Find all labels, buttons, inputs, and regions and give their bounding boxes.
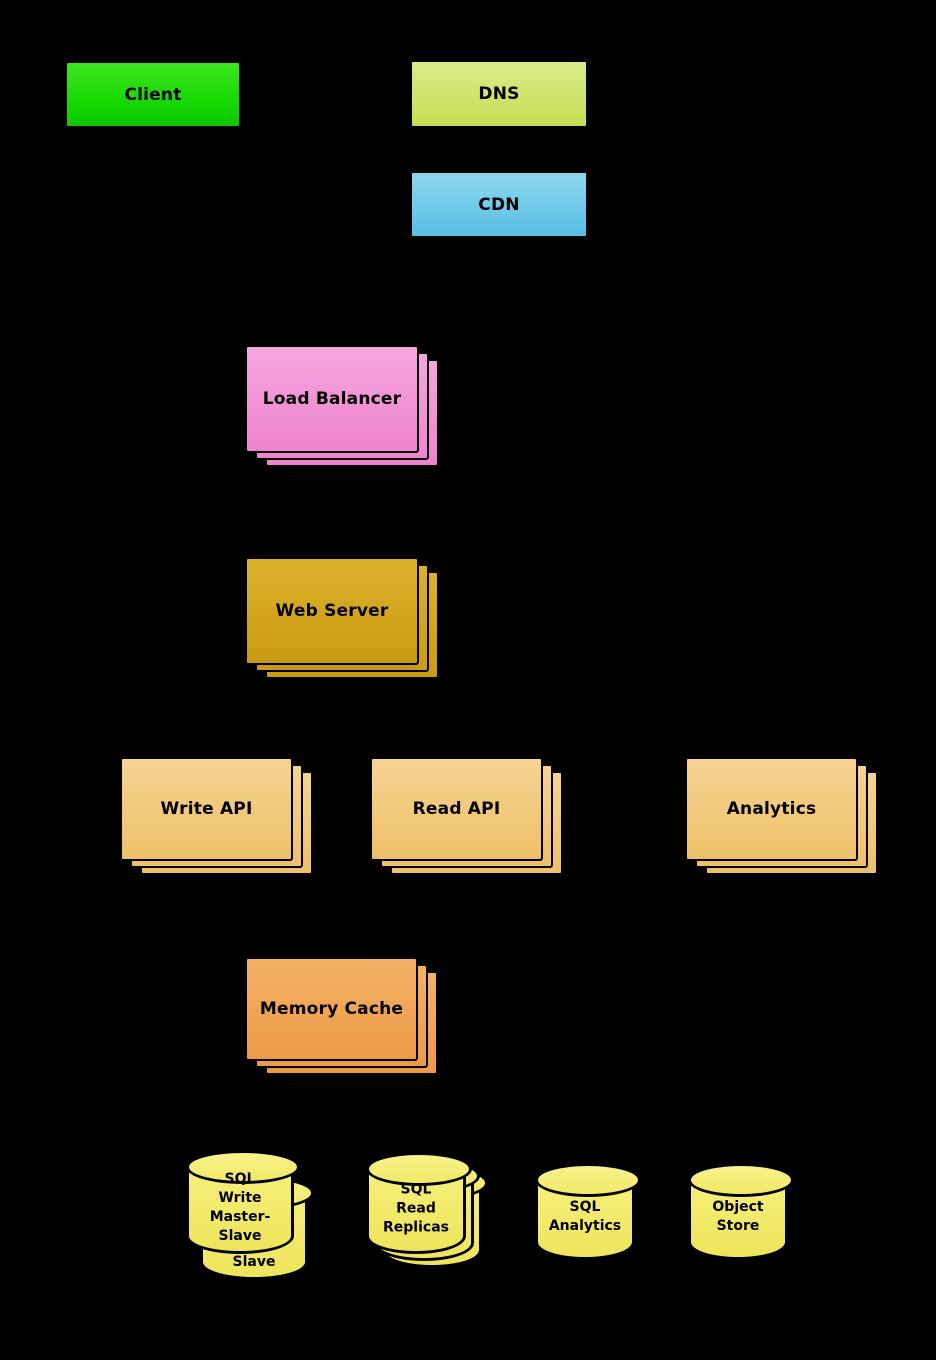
node-body: CDN: [410, 171, 588, 238]
node-body: Web Server: [245, 557, 419, 665]
node-memory-cache: Memory Cache: [245, 957, 438, 1075]
node-label: Client: [124, 84, 182, 105]
node-body: Analytics: [685, 757, 858, 861]
node-client: Client: [65, 61, 241, 128]
node-body: SQL Analytics: [535, 1163, 641, 1260]
node-load-balancer: Load Balancer: [245, 345, 439, 467]
node-body: Load Balancer: [245, 345, 419, 453]
node-label: SQL Analytics: [548, 1199, 622, 1234]
node-body: DNS: [410, 60, 588, 128]
node-object-store: Object Store: [688, 1161, 794, 1260]
node-label: Analytics: [726, 799, 817, 819]
node-sql-write-master-slave: SQL Write Master- Slave SQL Write Master…: [186, 1148, 314, 1280]
node-label: Read API: [412, 799, 501, 819]
node-body: Write API: [120, 757, 293, 861]
node-sql-read-replicas: SQL Read Replicas: [366, 1150, 488, 1268]
node-label: CDN: [478, 194, 520, 215]
node-label: SQL Read Replicas: [383, 1181, 449, 1235]
node-body: Object Store: [688, 1163, 794, 1260]
node-label: SQL Write Master- Slave: [209, 1170, 271, 1244]
node-label: Web Server: [275, 601, 389, 621]
node-body: Memory Cache: [245, 957, 418, 1061]
node-label: DNS: [478, 84, 520, 104]
node-analytics: Analytics: [685, 757, 878, 875]
node-read-api: Read API: [370, 757, 563, 875]
node-label: Write API: [160, 799, 253, 819]
node-web-server: Web Server: [245, 557, 439, 679]
node-body: SQL Read Replicas: [366, 1152, 472, 1254]
node-sql-analytics: SQL Analytics: [535, 1161, 641, 1260]
node-label: Load Balancer: [262, 389, 402, 409]
node-body: Client: [65, 61, 241, 128]
node-write-api: Write API: [120, 757, 313, 875]
node-body: Read API: [370, 757, 543, 861]
node-dns: DNS: [410, 60, 588, 128]
node-body: SQL Write Master- Slave: [186, 1150, 300, 1254]
node-cdn: CDN: [410, 171, 588, 238]
node-label: Object Store: [712, 1199, 764, 1234]
node-label: Memory Cache: [259, 999, 404, 1019]
